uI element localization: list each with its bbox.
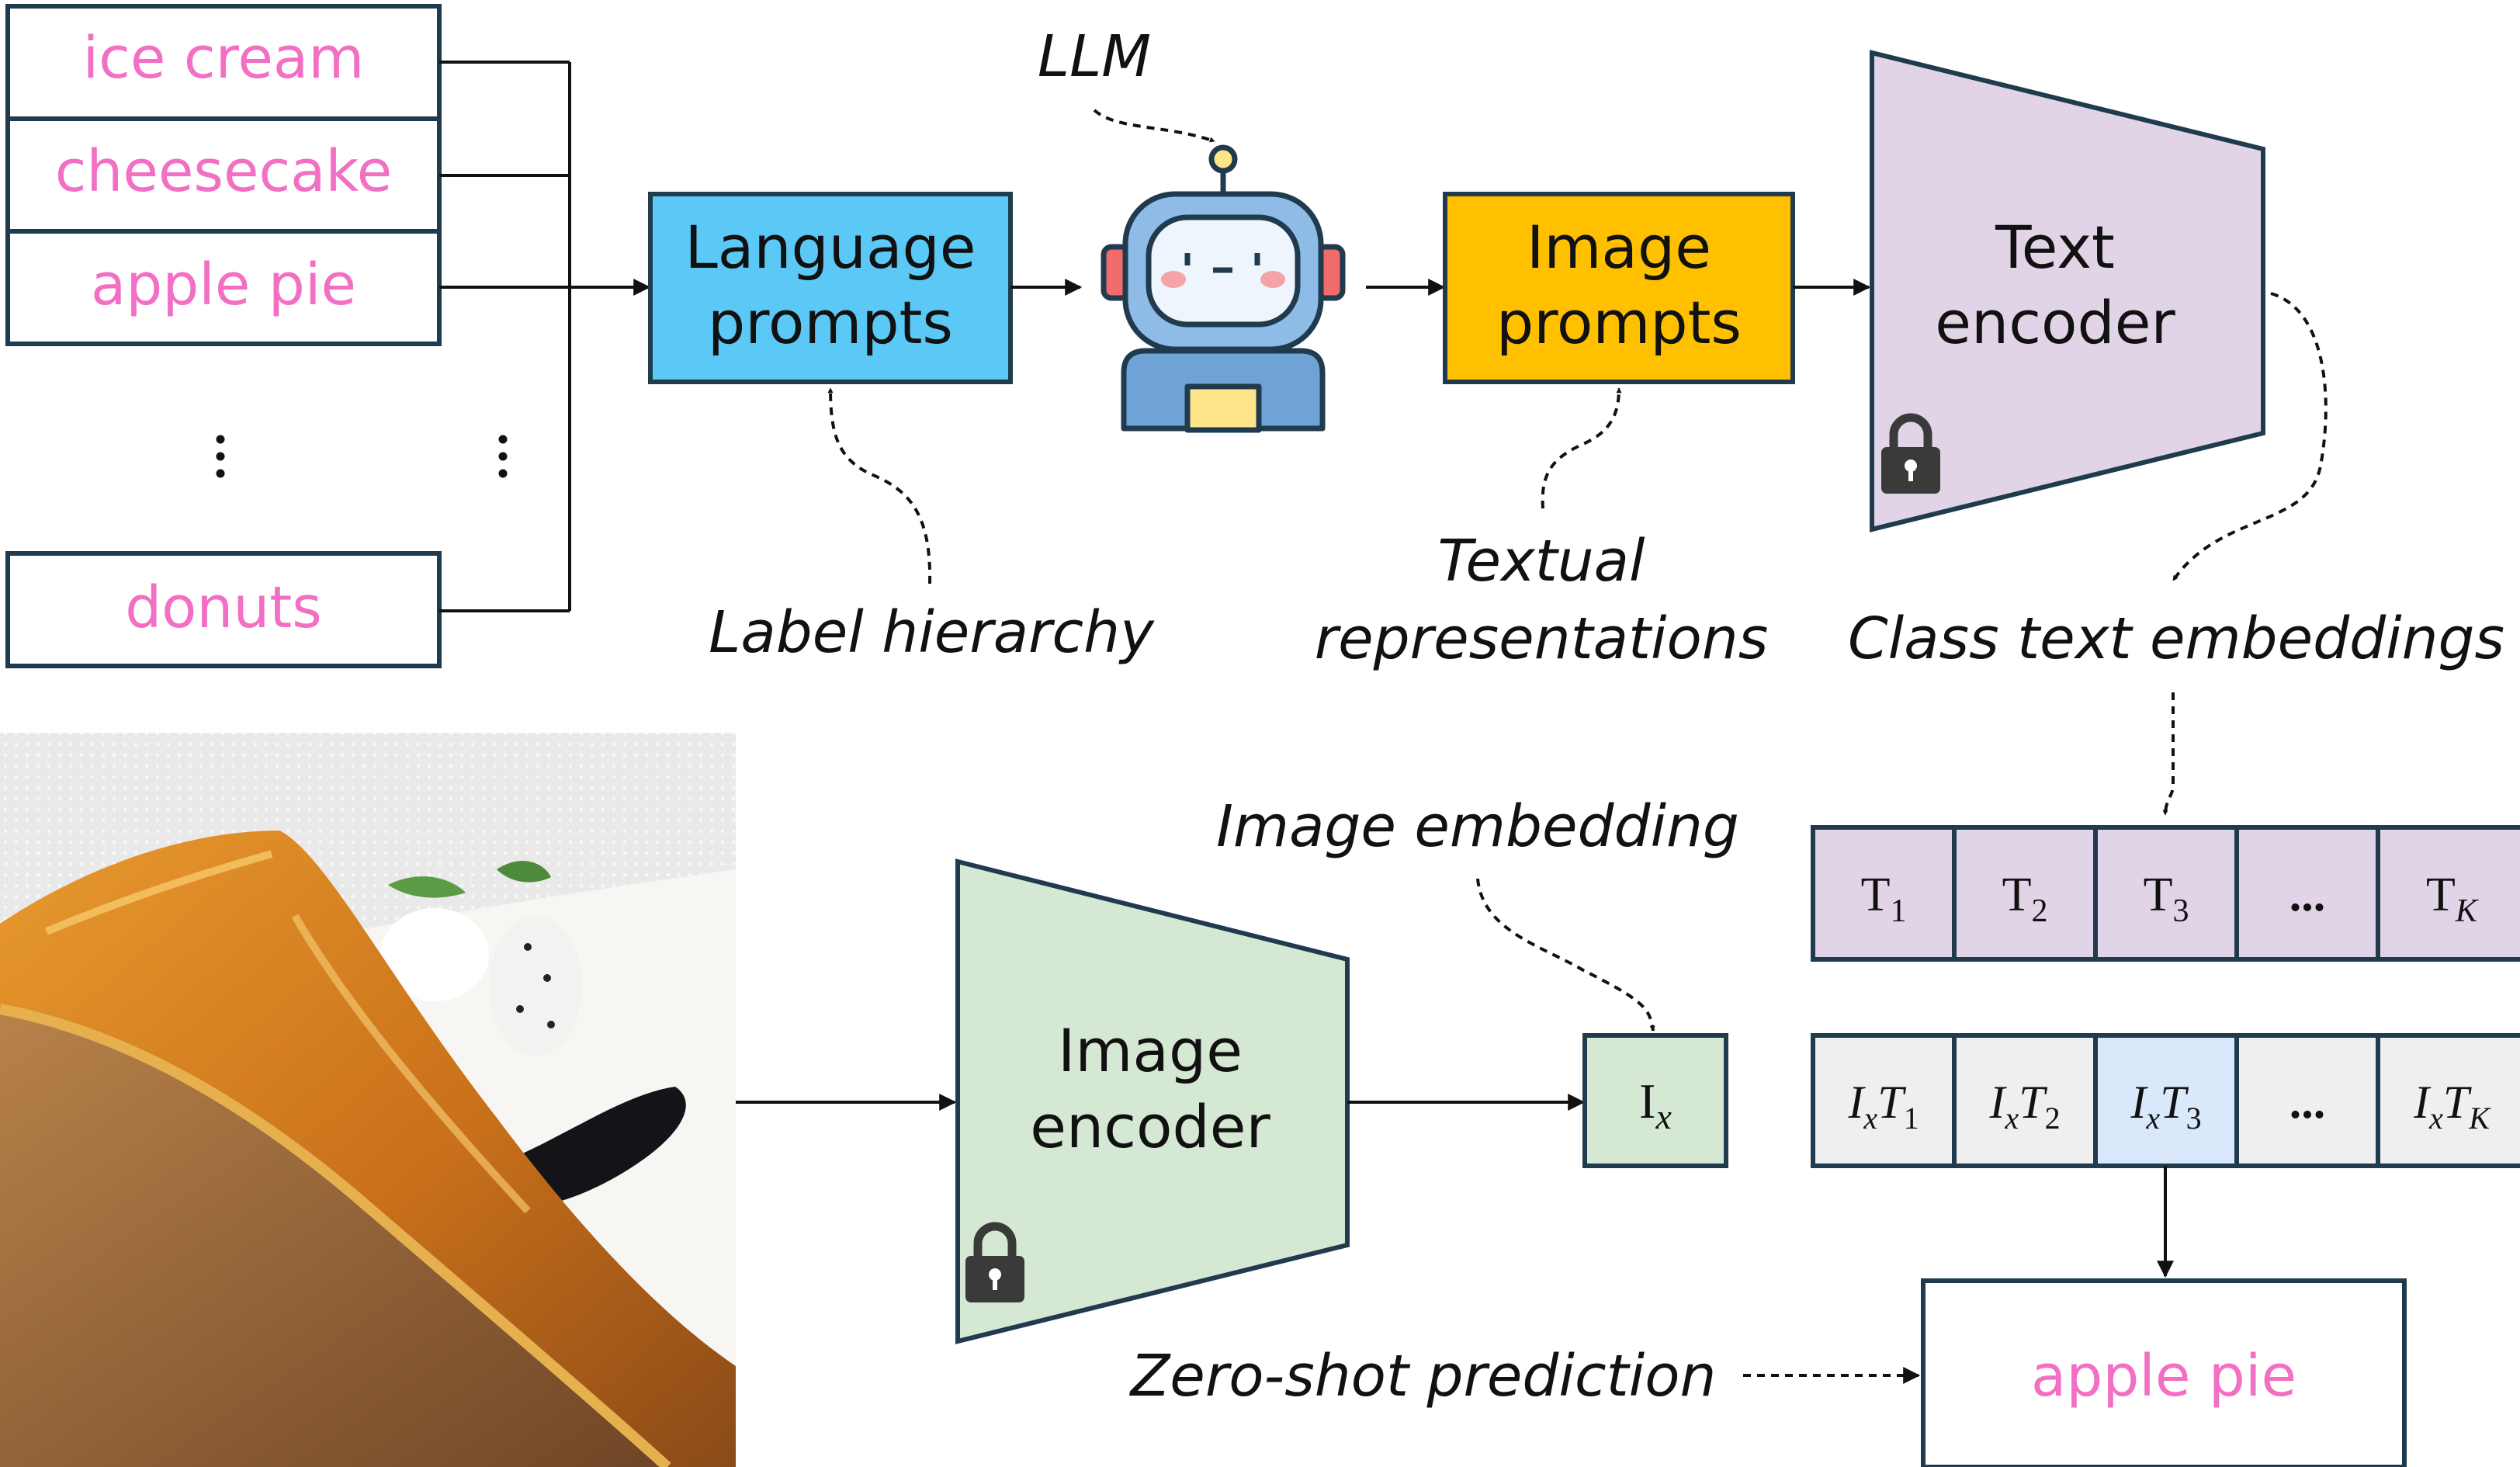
textual-representations-line2: representations <box>1315 605 1769 672</box>
label-bracket <box>439 61 571 612</box>
arrow-llm-caption <box>1093 109 1215 143</box>
arrow-class-text-embeddings <box>2172 292 2328 582</box>
label-list: ice cream cheesecake apple pie donuts <box>5 4 508 668</box>
text-embedding-cell-label: T2 <box>2002 869 2048 929</box>
text-embedding-cell-label: T1 <box>1861 869 1907 929</box>
text-embedding-cell <box>2234 825 2380 962</box>
ellipsis-dot <box>216 452 225 461</box>
similarity-row: IxT1 IxT2 IxT3... IxTK <box>1811 1033 2520 1168</box>
similarity-cell <box>2376 1033 2520 1168</box>
label-ice-cream: ice cream <box>83 25 365 92</box>
ellipsis-dot <box>498 452 508 461</box>
image-encoder-line2: encoder <box>1030 1092 1270 1161</box>
text-embedding-cell <box>2376 825 2520 962</box>
prediction-box <box>1921 1278 2407 1467</box>
similarity-cell <box>2093 1033 2239 1168</box>
text-encoder-line2: encoder <box>1935 288 2175 357</box>
llm-caption: LLM <box>1038 23 1151 90</box>
label-cheesecake: cheesecake <box>55 138 393 205</box>
ellipsis-dot <box>498 469 508 478</box>
robot-icon <box>1101 144 1346 433</box>
similarity-cell-label: IxT1 <box>1847 1077 1919 1136</box>
apple-pie-photo <box>0 733 736 1467</box>
image-prompts-line1: Image <box>1527 213 1711 282</box>
label-box-apple-pie <box>5 229 442 346</box>
similarity-cell-label: IxT2 <box>1988 1077 2060 1136</box>
text-embedding-cell-label: TK <box>2426 869 2479 929</box>
label-box-ice-cream <box>5 4 442 121</box>
class-text-embeddings-caption: Class text embeddings <box>1848 605 2504 672</box>
ellipsis-dot <box>498 435 508 444</box>
image-embedding-symbol: Ix <box>1639 1073 1672 1136</box>
lock-icon <box>965 1222 1024 1302</box>
zero-shot-caption: Zero-shot prediction <box>1129 1343 1717 1410</box>
ellipsis-dot <box>216 469 225 478</box>
lock-icon <box>1881 413 1940 494</box>
image-encoder <box>955 858 1350 1344</box>
image-embedding-box <box>1582 1033 1728 1168</box>
language-prompts-box <box>648 192 1013 384</box>
text-encoder <box>1870 50 2265 532</box>
label-hierarchy-caption: Label hierarchy <box>709 599 1155 666</box>
arrow-textual-representations <box>1541 387 1622 509</box>
arrow-image-embedding-caption <box>1476 878 1655 1032</box>
ellipsis-dot <box>216 435 225 444</box>
similarity-cell-label: ... <box>2289 1076 2326 1129</box>
text-encoder-line1: Text <box>1995 213 2115 282</box>
language-prompts-line2: prompts <box>708 288 953 357</box>
text-embedding-cell-label: ... <box>2289 869 2326 921</box>
label-donuts: donuts <box>125 574 322 641</box>
image-encoder-line1: Image <box>1058 1016 1243 1085</box>
arrow-to-text-embeddings <box>2162 692 2175 816</box>
label-apple-pie: apple pie <box>91 251 356 318</box>
language-prompts-line1: Language <box>685 213 976 282</box>
image-prompts-line2: prompts <box>1496 288 1742 357</box>
similarity-cell <box>1811 1033 1957 1168</box>
textual-representations-line1: Textual <box>1437 528 1645 595</box>
text-embedding-cell-label: T3 <box>2144 869 2189 929</box>
image-prompts-box <box>1443 192 1795 384</box>
prediction-label: apple pie <box>2031 1343 2296 1410</box>
similarity-cell-label: IxTK <box>2413 1077 2491 1136</box>
similarity-cell-label: IxT3 <box>2130 1077 2201 1136</box>
label-box-cheesecake <box>5 116 442 234</box>
similarity-cell <box>1952 1033 2098 1168</box>
image-embedding-caption: Image embedding <box>1216 793 1739 860</box>
text-embeddings-row: T1 T2 T3... TK <box>1811 825 2520 962</box>
arrow-label-hierarchy <box>827 387 932 584</box>
